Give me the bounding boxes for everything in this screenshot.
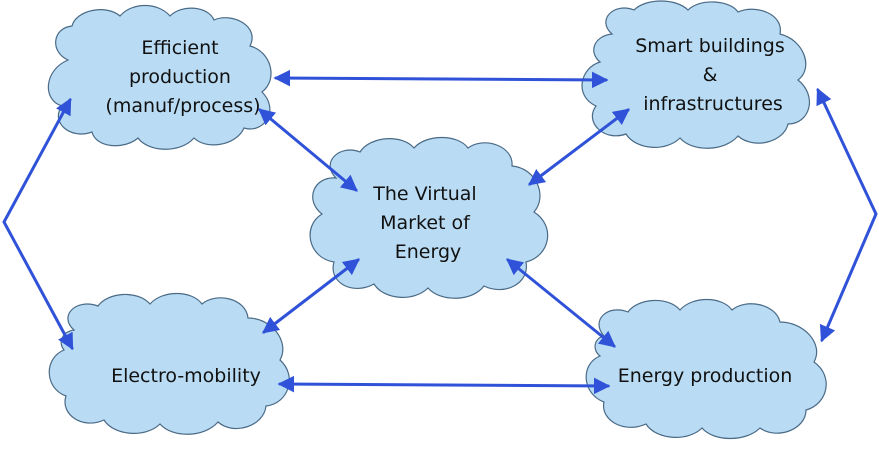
arrow-electro-mobility-to-efficient-production	[2, 97, 74, 351]
label-smart-buildings-line-2: &	[703, 64, 718, 86]
label-efficient-production: Efficient production (manuf/process)	[105, 37, 260, 117]
label-smart-buildings-line-3: infrastructures	[643, 93, 783, 115]
label-electro-mobility: Electro-mobility	[111, 365, 261, 387]
cloud-virtual-market: The Virtual Market of Energy	[309, 137, 549, 299]
label-virtual-market: The Virtual Market of Energy	[372, 183, 483, 263]
arrow-virtual-market-to-energy-production	[506, 258, 616, 348]
arrow-virtual-market-to-electro-mobility	[262, 258, 360, 334]
arrow-efficient-production-to-virtual-market	[258, 108, 358, 192]
cloud-shape-smart-buildings	[581, 0, 810, 149]
label-energy-production: Energy production	[618, 365, 793, 387]
cloud-electro-mobility: Electro-mobility	[48, 293, 290, 435]
label-virtual-market-line-1: The Virtual	[372, 183, 476, 205]
label-virtual-market-line-2: Market of	[380, 212, 471, 234]
cloud-shape-energy-production	[585, 299, 827, 439]
label-efficient-production-line-1: Efficient	[141, 37, 218, 59]
cloud-shape-efficient-production	[47, 4, 272, 150]
cloud-shape-electro-mobility	[48, 293, 290, 435]
arrow-electro-mobility-to-energy-production	[277, 375, 611, 395]
label-virtual-market-line-3: Energy	[395, 241, 462, 263]
label-efficient-production-line-3: (manuf/process)	[105, 95, 260, 117]
cloud-efficient-production: Efficient production (manuf/process)	[47, 4, 272, 150]
label-electro-mobility-line-1: Electro-mobility	[111, 365, 261, 387]
arrow-efficient-production-to-smart-buildings	[273, 69, 609, 89]
label-energy-production-line-1: Energy production	[618, 365, 793, 387]
label-smart-buildings-line-1: Smart buildings	[635, 35, 785, 57]
arrow-smart-buildings-to-virtual-market	[528, 108, 630, 186]
arrow-smart-buildings-to-energy-production	[816, 87, 878, 343]
cloud-energy-production: Energy production	[585, 299, 827, 439]
label-efficient-production-line-2: production	[129, 66, 231, 88]
cloud-smart-buildings: Smart buildings & infrastructures	[581, 0, 810, 149]
label-smart-buildings: Smart buildings & infrastructures	[635, 35, 791, 115]
